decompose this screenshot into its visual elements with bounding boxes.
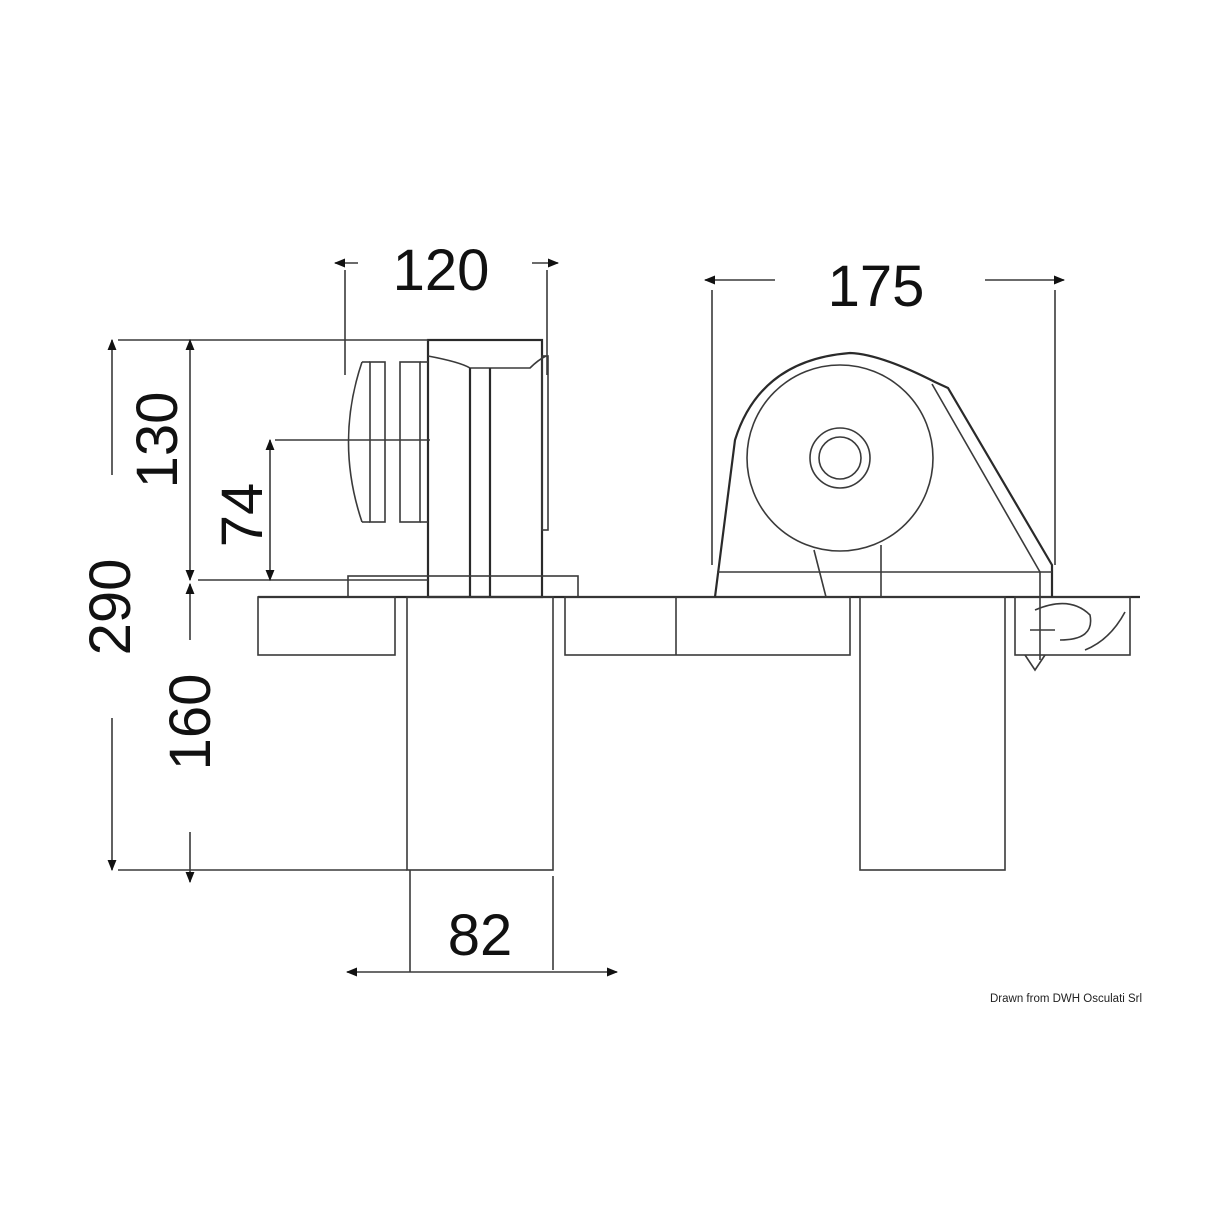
deck-section xyxy=(257,595,1140,871)
dim-label-160: 160 xyxy=(158,674,223,771)
dim-label-290: 290 xyxy=(78,559,143,656)
motor-side-view xyxy=(347,338,579,599)
dim-label-74: 74 xyxy=(210,483,275,548)
dim-label-82: 82 xyxy=(448,903,513,968)
dim-label-120: 120 xyxy=(393,238,490,303)
credit-text: Drawn from DWH Osculati Srl xyxy=(990,993,1143,1005)
dim-label-130: 130 xyxy=(125,392,190,489)
windlass-front-view xyxy=(713,351,1126,672)
dimension-lines xyxy=(107,258,1066,977)
dim-label-175: 175 xyxy=(828,254,925,319)
